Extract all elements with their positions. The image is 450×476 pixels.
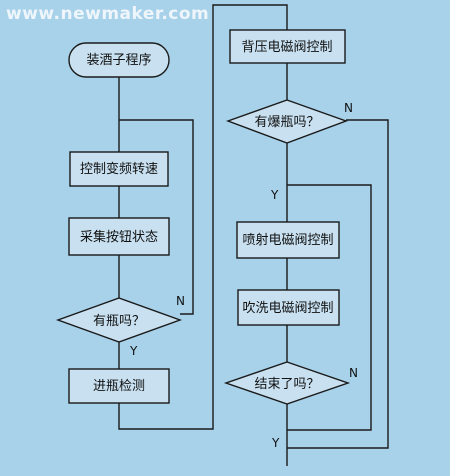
decision-label-burst-bottle: 有爆瓶吗？ — [254, 115, 319, 130]
decision-bottle-present — [55, 297, 183, 343]
right-connectors — [286, 63, 389, 466]
start-terminal-label: 装酒子程序 — [86, 53, 151, 68]
decision-finished — [223, 361, 351, 405]
process-box-bottle-entry — [68, 368, 170, 404]
left-decision-yes-label: Y — [129, 344, 138, 358]
process-label-button-status: 采集按钮状态 — [80, 229, 158, 245]
end-decision-no-label: N — [349, 366, 358, 380]
start-terminal — [68, 42, 170, 78]
process-box-button-status — [68, 217, 170, 256]
process-label-speed-control: 控制变频转速 — [80, 161, 158, 177]
process-label-purge-valve: 吹洗电磁阀控制 — [242, 301, 333, 316]
process-label-back-pressure-valve: 背压电磁阀控制 — [241, 40, 332, 55]
process-box-speed-control — [69, 151, 169, 187]
left-decision-no-label: N — [176, 294, 185, 308]
watermark: www.newmaker.com — [6, 4, 210, 24]
process-box-back-pressure-valve — [229, 29, 346, 64]
right-decision-yes-label: Y — [270, 188, 279, 202]
process-box-spray-valve — [236, 221, 340, 259]
process-label-spray-valve: 喷射电磁阀控制 — [242, 232, 333, 248]
process-label-bottle-entry: 进瓶检测 — [93, 379, 145, 394]
decision-label-finished: 结束了吗？ — [254, 377, 319, 392]
end-decision-yes-label: Y — [271, 436, 280, 450]
left-connectors — [118, 4, 288, 430]
process-box-purge-valve — [237, 289, 340, 326]
right-decision-no-label: N — [344, 101, 353, 115]
decision-burst-bottle — [225, 99, 349, 144]
decision-label-bottle-present: 有瓶吗？ — [93, 314, 145, 329]
